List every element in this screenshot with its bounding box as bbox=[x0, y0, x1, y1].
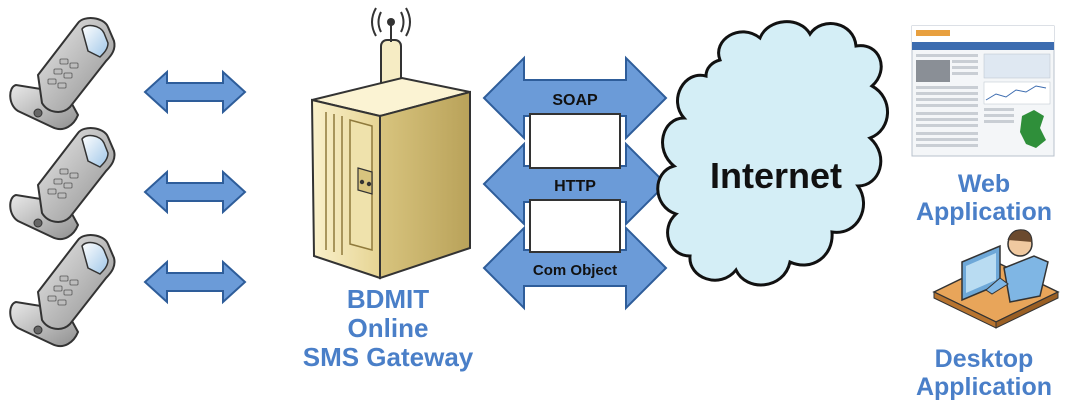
desktop-application-label: Desktop Application bbox=[894, 345, 1074, 401]
com-object-label: Com Object bbox=[533, 262, 617, 279]
gateway-label-line2: Online bbox=[347, 313, 429, 344]
protocol-com-arrow bbox=[482, 225, 668, 311]
connector-box bbox=[529, 199, 621, 253]
server-tower-icon bbox=[310, 7, 471, 280]
web-page-icon bbox=[911, 25, 1055, 157]
protocol-soap-arrow bbox=[482, 55, 668, 141]
phone-gateway-arrow bbox=[144, 171, 246, 213]
cloud-icon: Internet bbox=[656, 20, 889, 287]
web-label-line2: Application bbox=[915, 198, 1053, 226]
mobile-phone-icon bbox=[9, 17, 116, 131]
gateway-label-line3: SMS Gateway bbox=[302, 342, 474, 373]
http-label: HTTP bbox=[554, 178, 596, 195]
gateway-label: BDMIT Online SMS Gateway bbox=[268, 284, 508, 373]
phone-gateway-arrow bbox=[144, 261, 246, 303]
mobile-phone-icon bbox=[9, 234, 116, 348]
internet-label: Internet bbox=[710, 155, 842, 196]
soap-label: SOAP bbox=[552, 92, 598, 109]
gateway-label-line1: BDMIT bbox=[346, 284, 430, 314]
connector-box bbox=[529, 113, 621, 169]
desktop-label-line1: Desktop bbox=[934, 345, 1034, 373]
desktop-user-icon bbox=[932, 229, 1060, 329]
phone-gateway-arrow bbox=[144, 71, 246, 113]
desktop-label-line2: Application bbox=[915, 373, 1053, 401]
web-label-line1: Web bbox=[957, 170, 1011, 198]
mobile-phone-icon bbox=[9, 127, 116, 241]
web-application-label: Web Application bbox=[894, 170, 1074, 226]
